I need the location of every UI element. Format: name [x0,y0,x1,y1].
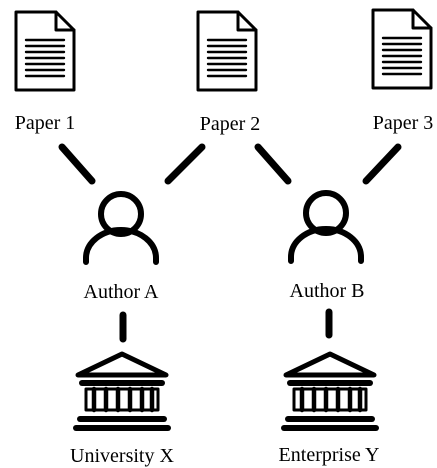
document-icon [14,10,76,92]
edge-paper1-authorA [58,143,96,185]
person-icon [288,190,364,264]
paper-1-label: Paper 1 [14,112,76,134]
building-icon [281,351,379,431]
edge-paper3-authorB [362,143,402,185]
university-x-label: University X [70,445,174,467]
person-icon [83,191,159,265]
document-icon [196,10,258,92]
enterprise-y-label: Enterprise Y [278,444,380,466]
edge-paper2-authorB [254,143,292,185]
document-icon [371,8,433,90]
paper-3-label: Paper 3 [372,112,434,134]
author-a-label: Author A [83,281,159,303]
paper-2-label: Paper 2 [199,113,261,135]
edge-paper2-authorA [164,143,206,185]
building-icon [73,351,171,431]
author-b-label: Author B [289,280,365,302]
